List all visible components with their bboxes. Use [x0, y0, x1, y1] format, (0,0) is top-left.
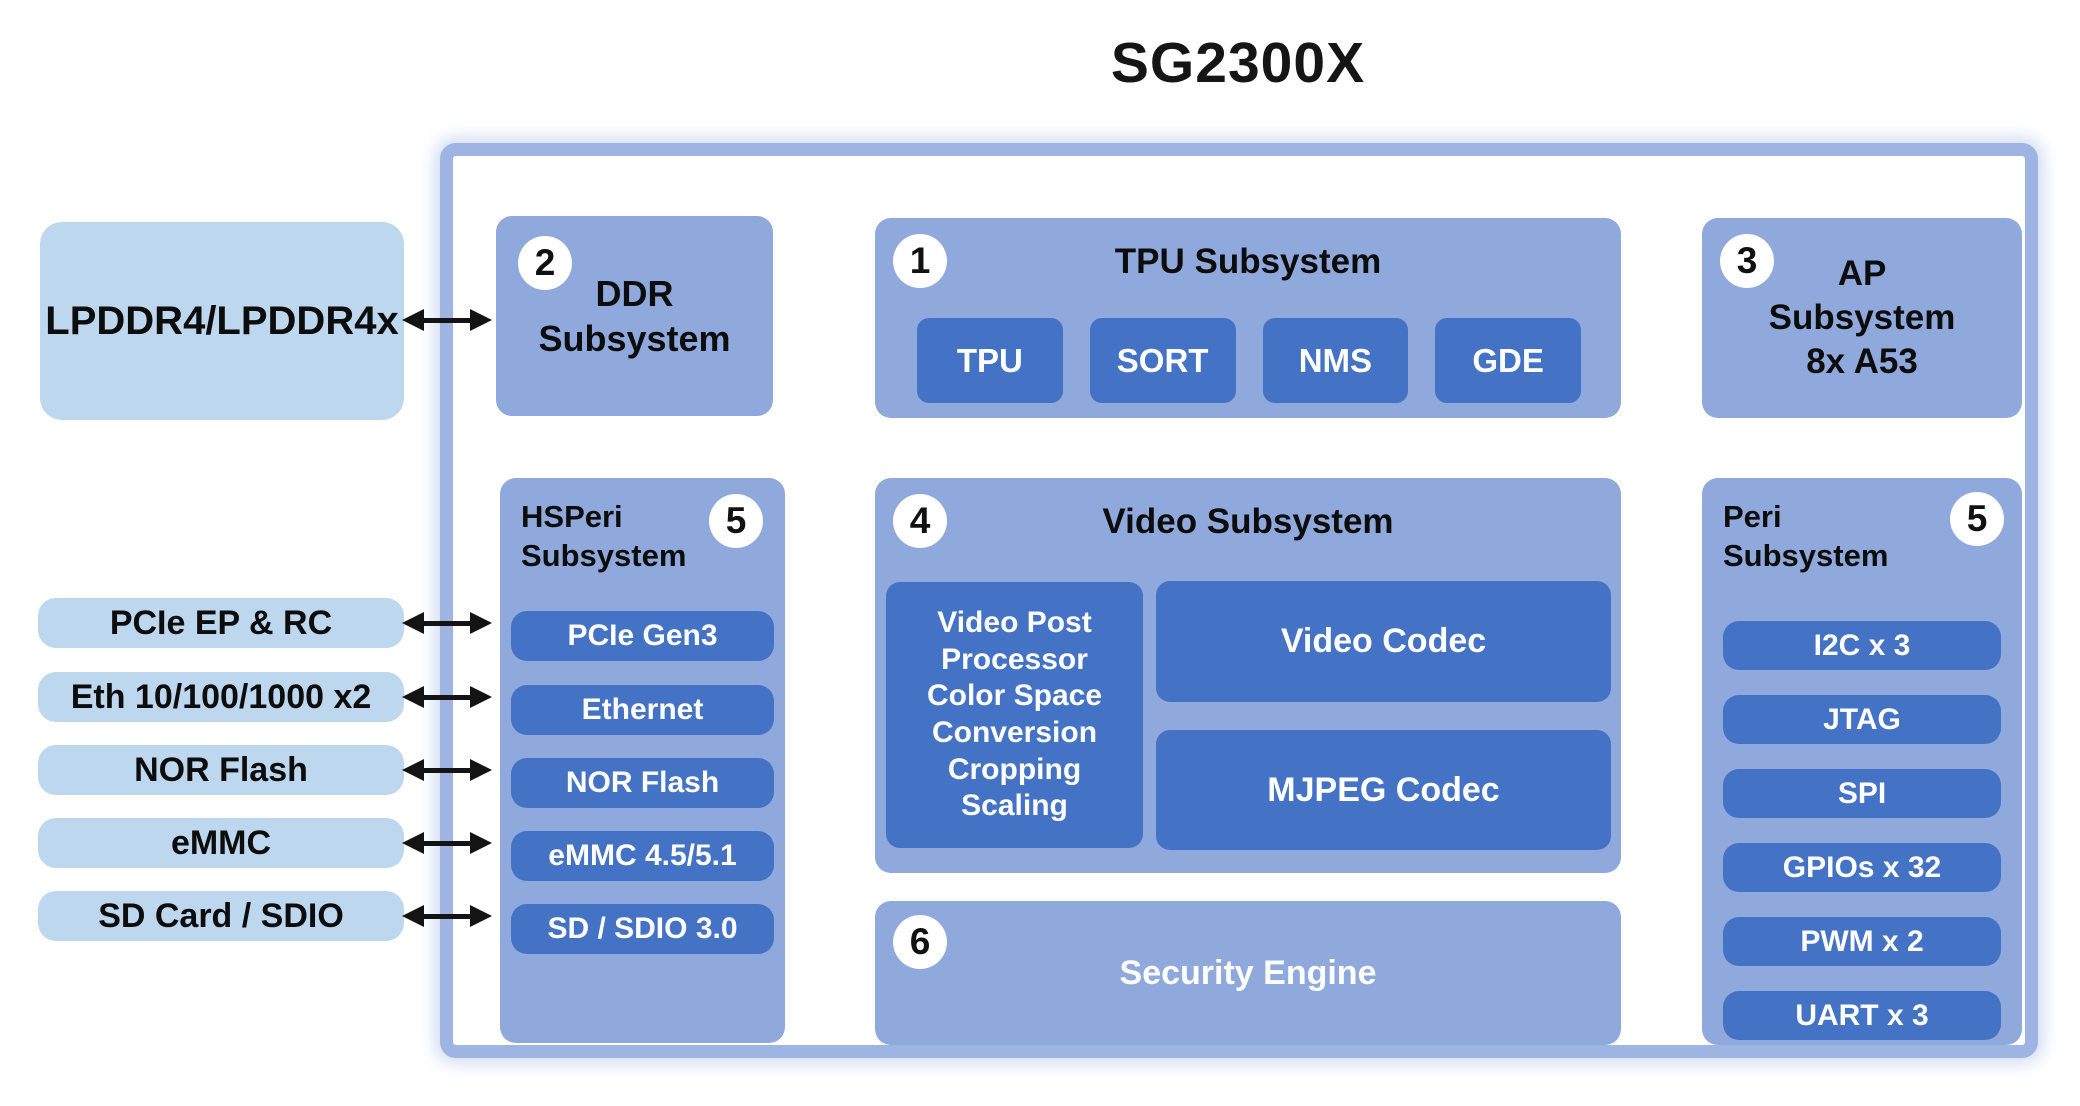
arrow-shaft [417, 914, 477, 919]
arrowhead-left-icon [402, 905, 424, 927]
jtag-block: JTAG [1723, 695, 2001, 744]
gpio-block: GPIOs x 32 [1723, 843, 2001, 892]
vpp-line-2: Processor [941, 642, 1088, 676]
arrowhead-right-icon [470, 686, 492, 708]
tpu-block: TPU [917, 318, 1063, 403]
emmc-bidirectional-arrow [402, 832, 492, 855]
arrowhead-left-icon [402, 686, 424, 708]
hsperi-title-line-1: HSPeri [521, 499, 623, 534]
pcie-gen3-block: PCIe Gen3 [511, 611, 774, 661]
arrowhead-right-icon [470, 309, 492, 331]
peri-subsystem-box: 5 Peri Subsystem I2C x 3 JTAG SPI GPIOs … [1702, 478, 2022, 1045]
arrow-shaft [417, 841, 477, 846]
vpp-line-1: Video Post [937, 606, 1092, 640]
uart-block: UART x 3 [1723, 991, 2001, 1040]
sd-sdio-block: SD / SDIO 3.0 [511, 904, 774, 954]
i2c-block: I2C x 3 [1723, 621, 2001, 670]
gde-block: GDE [1435, 318, 1581, 403]
video-post-processor-block: Video Post Processor Color Space Convers… [886, 582, 1143, 848]
hsperi-title-line-2: Subsystem [521, 537, 687, 573]
tpu-subsystem-title: TPU Subsystem [1114, 242, 1382, 281]
ap-subsystem-box: 3 AP Subsystem 8x A53 [1702, 218, 2022, 418]
eth-bidirectional-arrow [402, 686, 492, 709]
peri-title-line-2: Subsystem [1723, 537, 1889, 573]
arrowhead-right-icon [470, 759, 492, 781]
arrowhead-left-icon [402, 832, 424, 854]
arrowhead-left-icon [402, 759, 424, 781]
tpu-subsystem-box: 1 TPU Subsystem TPU SORT NMS GDE [875, 218, 1621, 418]
chip-boundary: 2 DDR Subsystem 1 TPU Subsystem TPU SORT… [440, 143, 2038, 1058]
hsperi-subsystem-title: HSPeri Subsystem [521, 498, 686, 576]
vpp-line-4: Conversion [931, 716, 1098, 749]
number-badge-4: 4 [893, 494, 947, 548]
nor-flash-pill: NOR Flash [38, 745, 404, 795]
number-badge-1: 1 [893, 234, 947, 288]
eth-pill: Eth 10/100/1000 x2 [38, 672, 404, 722]
arrow-shaft [417, 621, 477, 626]
sort-block: SORT [1089, 318, 1236, 403]
ap-subsystem-label: AP Subsystem 8x A53 [1702, 218, 2022, 418]
lpddr-bidirectional-arrow [402, 309, 492, 332]
arrow-shaft [417, 695, 477, 700]
emmc-pill: eMMC [38, 818, 404, 868]
sd-bidirectional-arrow [402, 905, 492, 928]
emmc-block: eMMC 4.5/5.1 [511, 831, 774, 881]
number-badge-2: 2 [518, 236, 572, 290]
ethernet-block: Ethernet [511, 685, 774, 735]
ap-line-2: Subsystem [1768, 298, 1956, 338]
sd-card-sdio-pill: SD Card / SDIO [38, 891, 404, 941]
arrow-shaft [417, 318, 477, 323]
arrow-shaft [417, 768, 477, 773]
arrowhead-right-icon [470, 612, 492, 634]
ap-line-3: 8x A53 [1806, 341, 1918, 381]
arrowhead-left-icon [402, 612, 424, 634]
ddr-line-1: DDR [595, 273, 674, 314]
nor-bidirectional-arrow [402, 759, 492, 782]
peri-title-line-1: Peri [1723, 499, 1782, 534]
ddr-subsystem-box: 2 DDR Subsystem [496, 216, 773, 416]
lpddr-block: LPDDR4/LPDDR4x [40, 222, 404, 420]
vpp-line-3: Color Space [926, 679, 1103, 713]
number-badge-5-hsperi: 5 [709, 494, 763, 548]
ddr-subsystem-label: DDR Subsystem [496, 216, 773, 416]
number-badge-5-peri: 5 [1950, 492, 2004, 546]
number-badge-6: 6 [893, 915, 947, 969]
vpp-line-5: Cropping [947, 752, 1082, 786]
security-engine-label: Security Engine [1119, 953, 1377, 992]
vpp-line-6: Scaling [961, 789, 1068, 823]
video-codec-block: Video Codec [1156, 581, 1611, 702]
ddr-line-2: Subsystem [538, 318, 731, 359]
mjpeg-codec-block: MJPEG Codec [1156, 730, 1611, 850]
ap-line-1: AP [1837, 254, 1887, 294]
video-subsystem-box: 4 Video Subsystem Video Post Processor C… [875, 478, 1621, 873]
peri-subsystem-title: Peri Subsystem [1723, 498, 1888, 576]
nor-flash-block: NOR Flash [511, 758, 774, 808]
arrowhead-right-icon [470, 905, 492, 927]
spi-block: SPI [1723, 769, 2001, 818]
arrowhead-right-icon [470, 832, 492, 854]
hsperi-subsystem-box: 5 HSPeri Subsystem PCIe Gen3 Ethernet NO… [500, 478, 785, 1043]
pcie-bidirectional-arrow [402, 612, 492, 635]
nms-block: NMS [1262, 318, 1409, 403]
video-subsystem-title: Video Subsystem [1102, 502, 1394, 541]
number-badge-3: 3 [1720, 234, 1774, 288]
security-engine-box: 6 Security Engine [875, 901, 1621, 1045]
pcie-ep-rc-pill: PCIe EP & RC [38, 598, 404, 648]
pwm-block: PWM x 2 [1723, 917, 2001, 966]
tpu-block-row: TPU SORT NMS GDE [917, 318, 1581, 403]
arrowhead-left-icon [402, 309, 424, 331]
chip-title: SG2300X [1110, 31, 1366, 95]
